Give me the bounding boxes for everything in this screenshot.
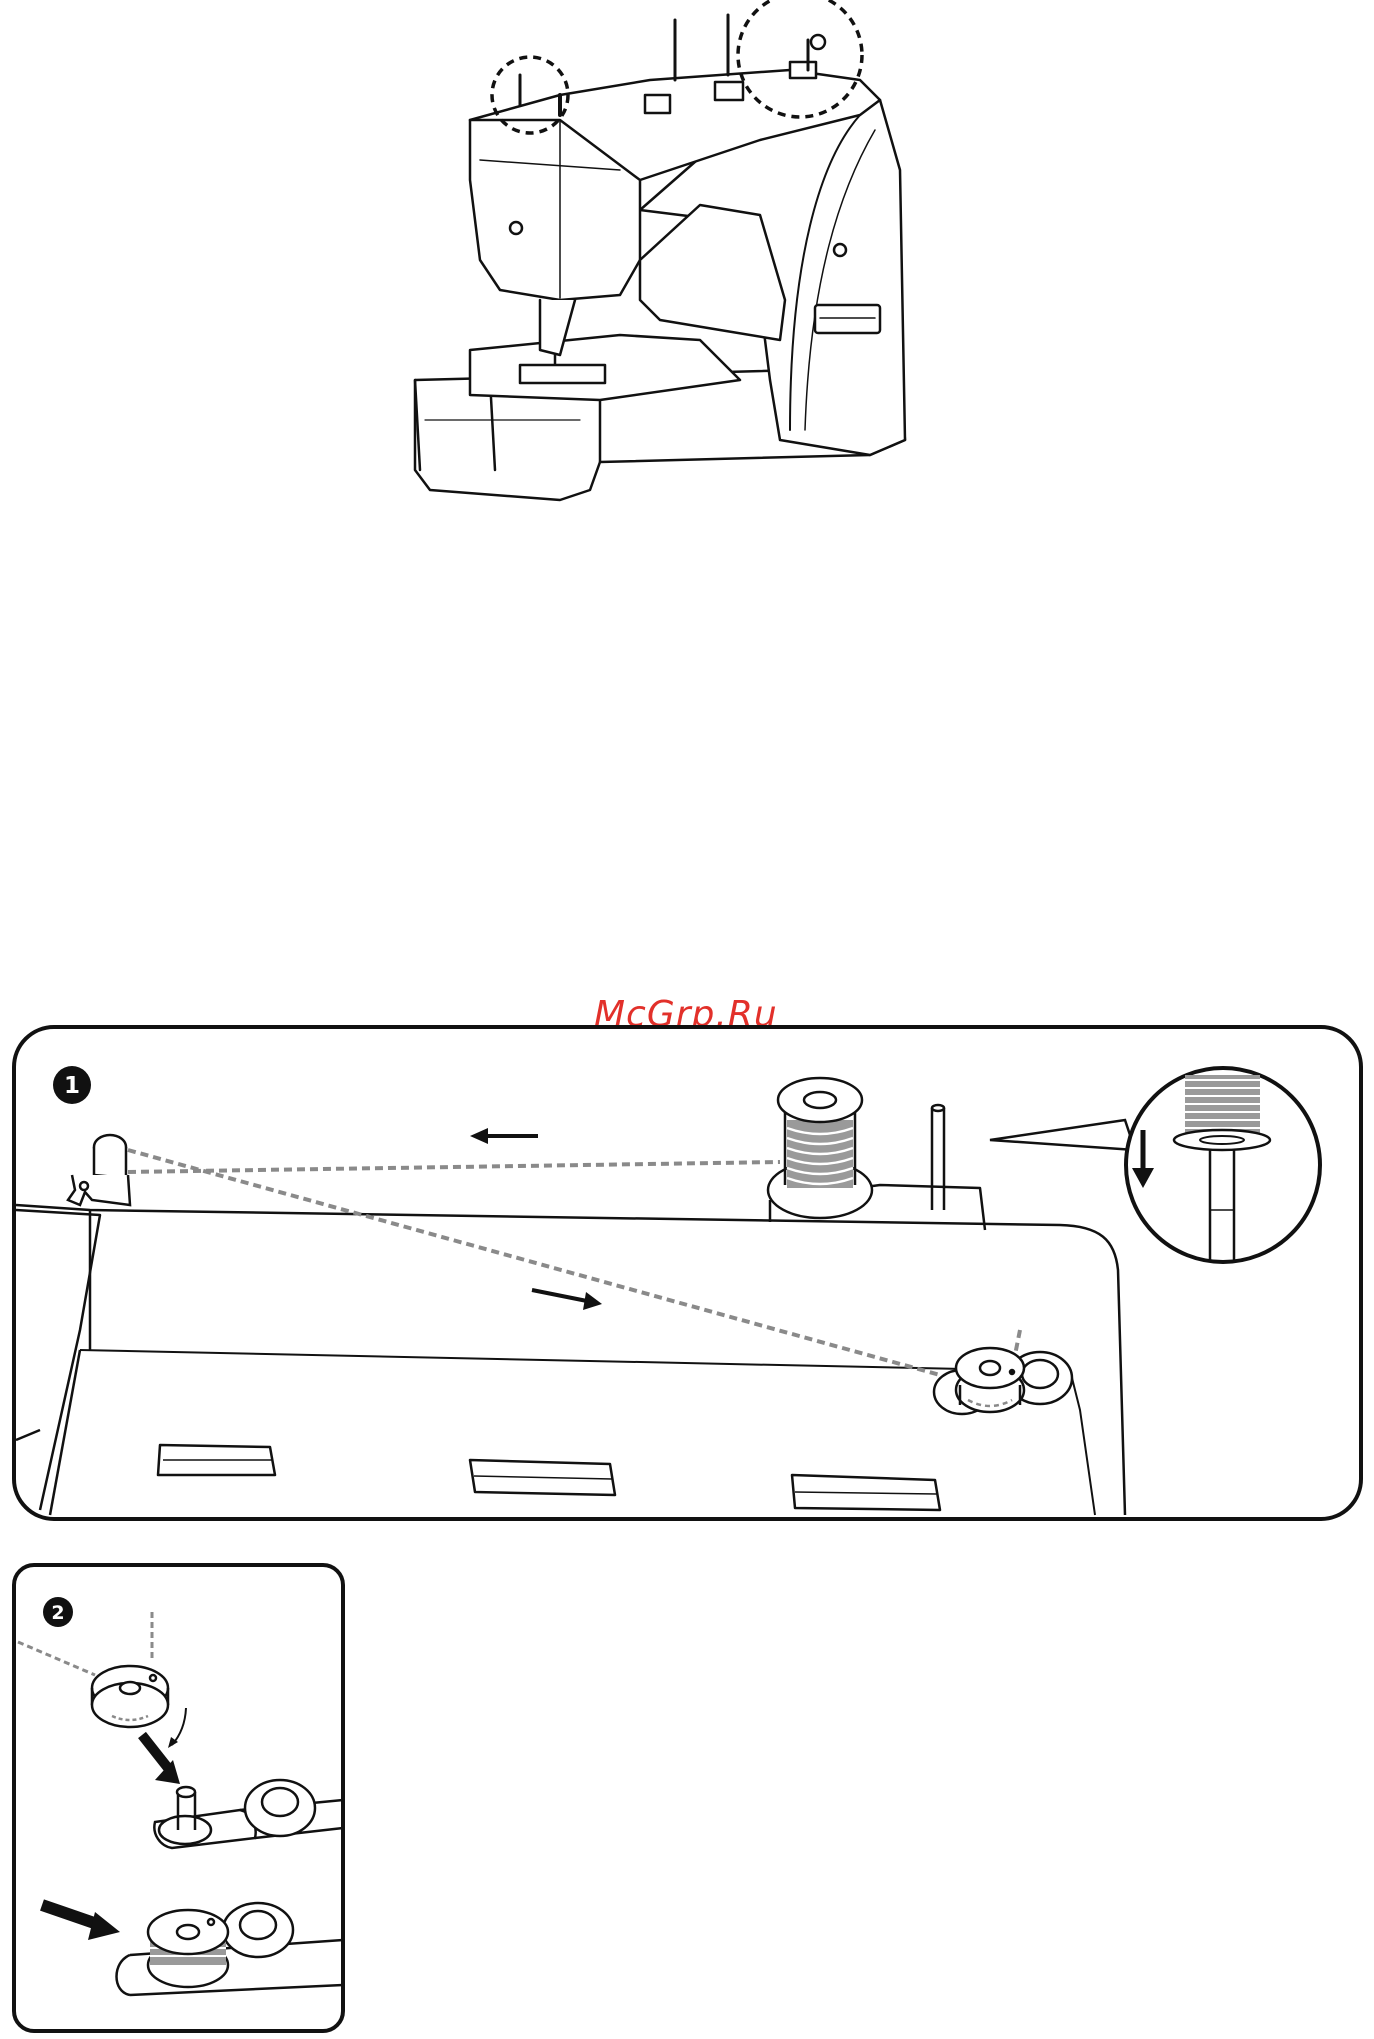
magnified-detail (1126, 1068, 1320, 1262)
svg-text:2: 2 (51, 1602, 64, 1624)
step-2-panel: 2 (14, 1565, 343, 2031)
step-1-badge: 1 (53, 1066, 91, 1104)
svg-text:1: 1 (64, 1073, 80, 1099)
sewing-machine-illustration (415, 15, 905, 500)
step-2-badge: 2 (43, 1597, 73, 1627)
step-1-panel: 1 (14, 1027, 1361, 1519)
